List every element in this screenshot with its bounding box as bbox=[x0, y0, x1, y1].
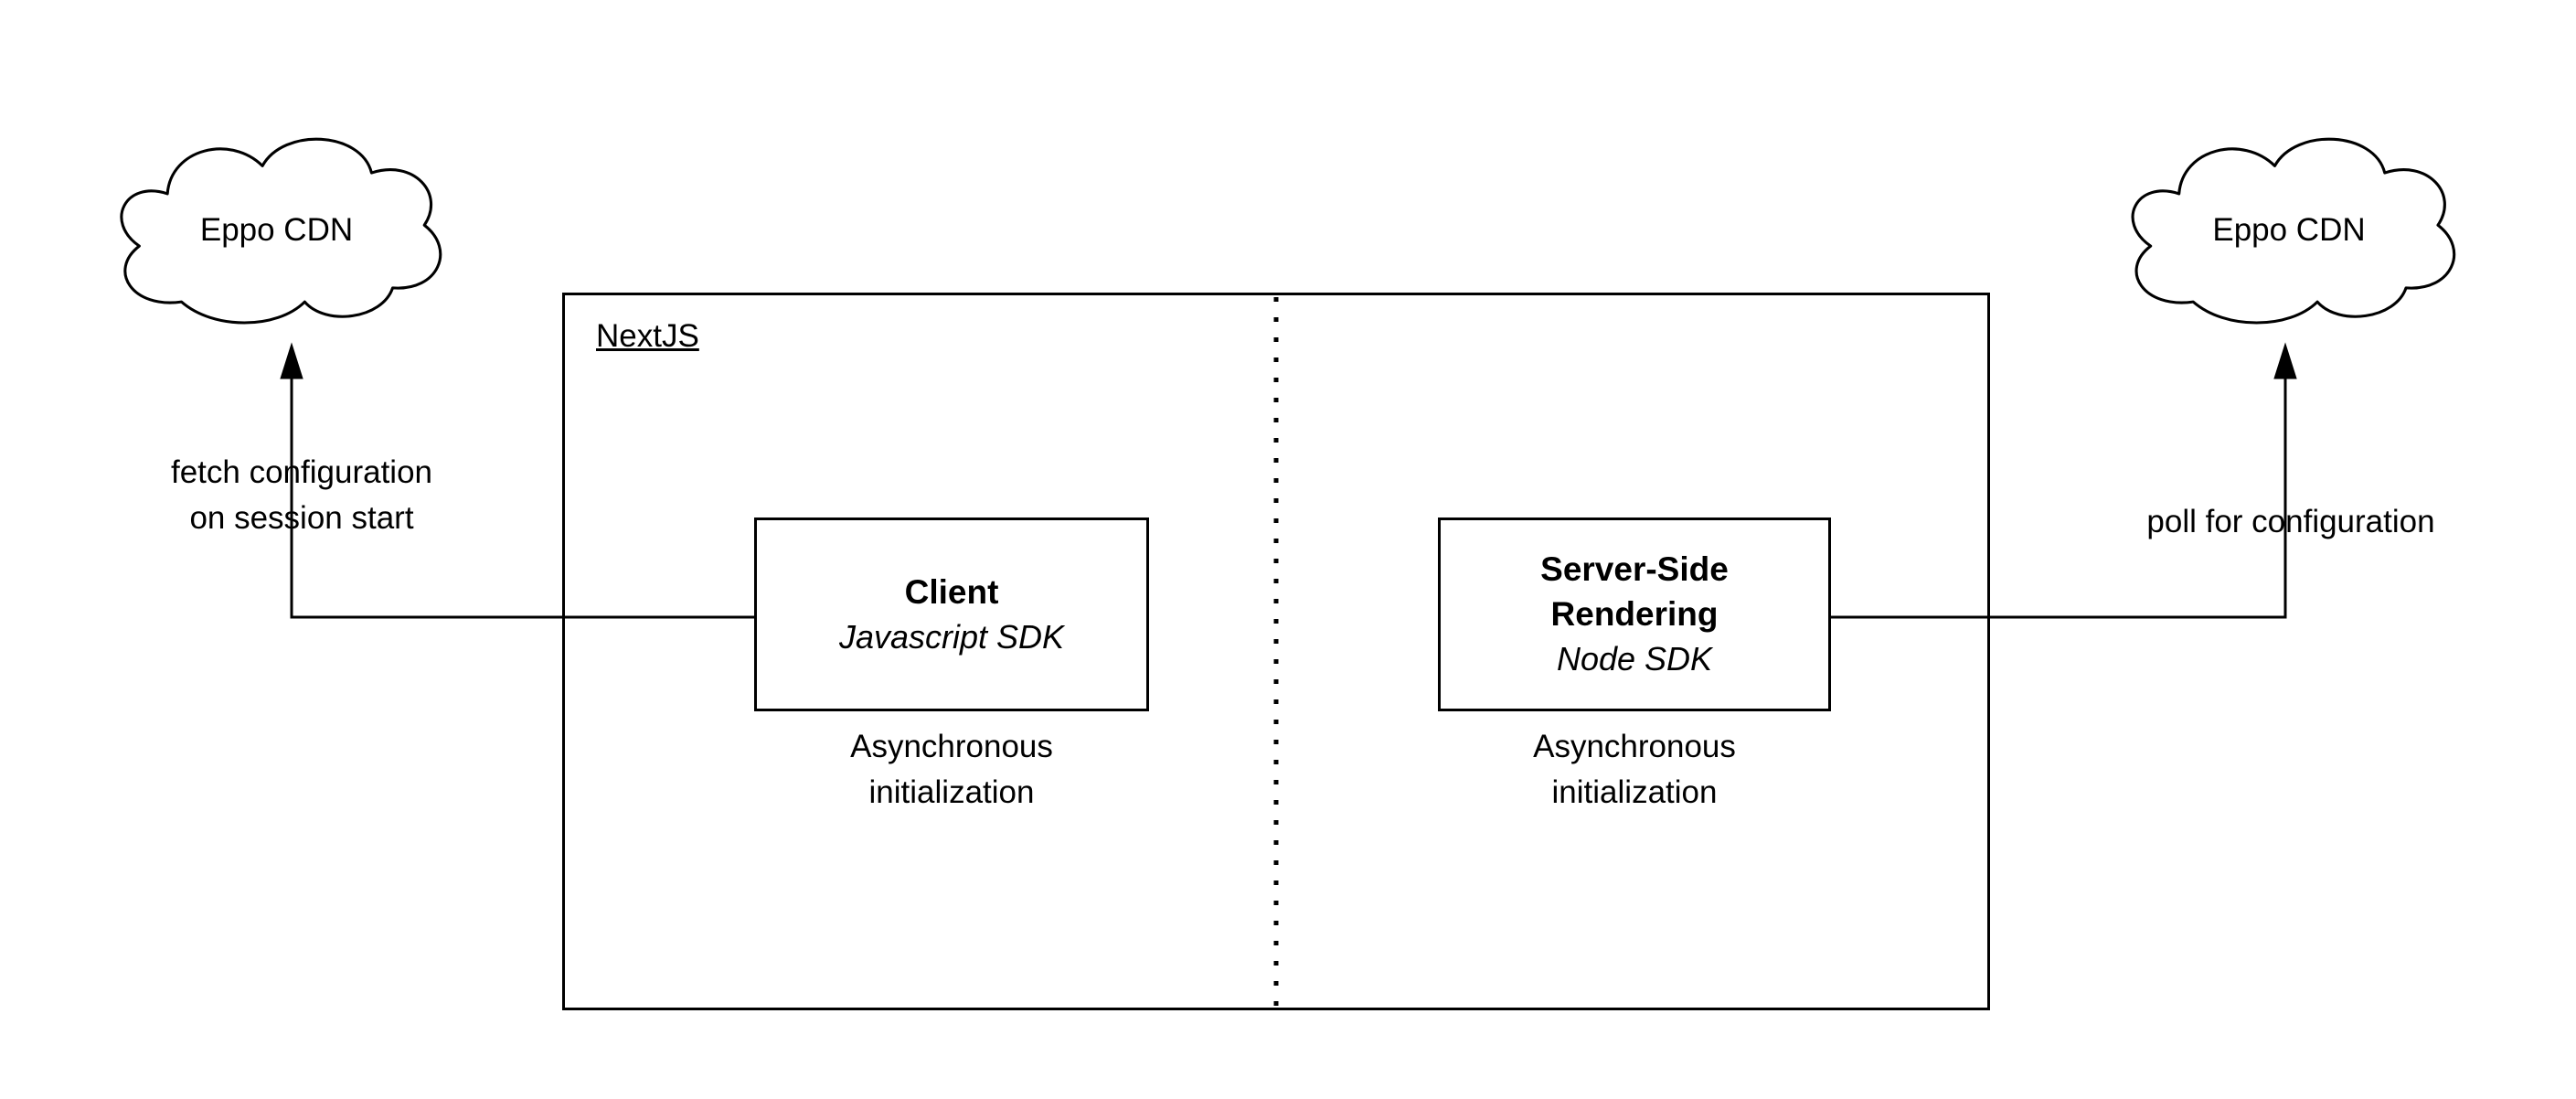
client-caption-line1: Asynchronous bbox=[850, 729, 1053, 764]
left-edge-label: fetch configuration on session start bbox=[128, 450, 475, 540]
client-caption: Asynchronous initialization bbox=[814, 724, 1089, 815]
client-node-title: Client bbox=[904, 572, 999, 611]
right-edge-label: poll for configuration bbox=[2146, 504, 2435, 539]
ssr-node: Server-Side Rendering Node SDK bbox=[1438, 517, 1831, 711]
left-cloud-label: Eppo CDN bbox=[199, 212, 354, 248]
left-edge-label-line1: fetch configuration bbox=[170, 454, 432, 490]
client-node-subtitle: Javascript SDK bbox=[838, 617, 1065, 656]
ssr-node-title-line1: Server-Side bbox=[1540, 550, 1729, 589]
right-arrowhead-icon bbox=[2273, 342, 2297, 379]
ssr-caption-line1: Asynchronous bbox=[1533, 729, 1736, 764]
ssr-node-subtitle: Node SDK bbox=[1556, 640, 1713, 678]
client-node: Client Javascript SDK bbox=[754, 517, 1149, 711]
nextjs-container-label: NextJS bbox=[596, 318, 699, 354]
nextjs-container bbox=[562, 293, 1990, 1010]
ssr-caption-line2: initialization bbox=[1551, 774, 1718, 810]
right-cloud-label: Eppo CDN bbox=[2212, 212, 2366, 248]
ssr-node-title-line2: Rendering bbox=[1550, 595, 1719, 634]
left-arrowhead-icon bbox=[280, 342, 303, 379]
ssr-caption: Asynchronous initialization bbox=[1497, 724, 1772, 815]
client-caption-line2: initialization bbox=[868, 774, 1035, 810]
left-edge-label-line2: on session start bbox=[189, 499, 414, 536]
